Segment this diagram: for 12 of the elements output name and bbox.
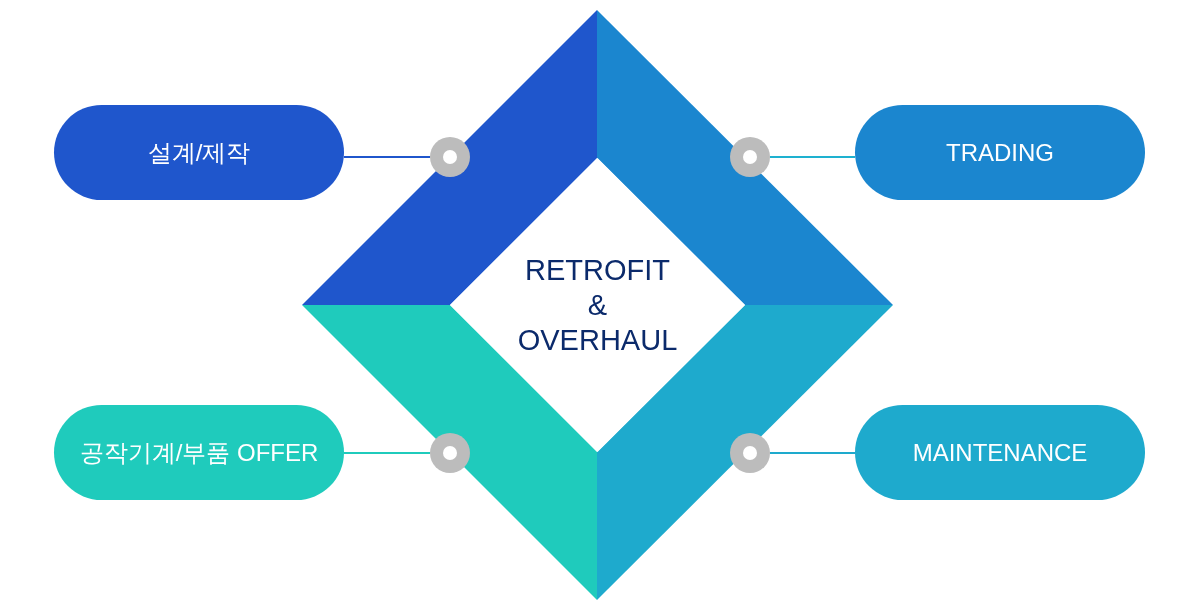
connector-line: [769, 452, 856, 454]
connector-line: [343, 156, 431, 158]
category-pill: 설계/제작: [54, 105, 344, 200]
connector-line: [769, 156, 856, 158]
ring-icon: [730, 137, 770, 177]
category-pill: TRADING: [855, 105, 1145, 200]
ring-icon: [430, 433, 470, 473]
ring-icon: [430, 137, 470, 177]
connector-line: [343, 452, 431, 454]
category-pill: MAINTENANCE: [855, 405, 1145, 500]
category-pill: 공작기계/부품 OFFER: [54, 405, 344, 500]
ring-icon: [730, 433, 770, 473]
